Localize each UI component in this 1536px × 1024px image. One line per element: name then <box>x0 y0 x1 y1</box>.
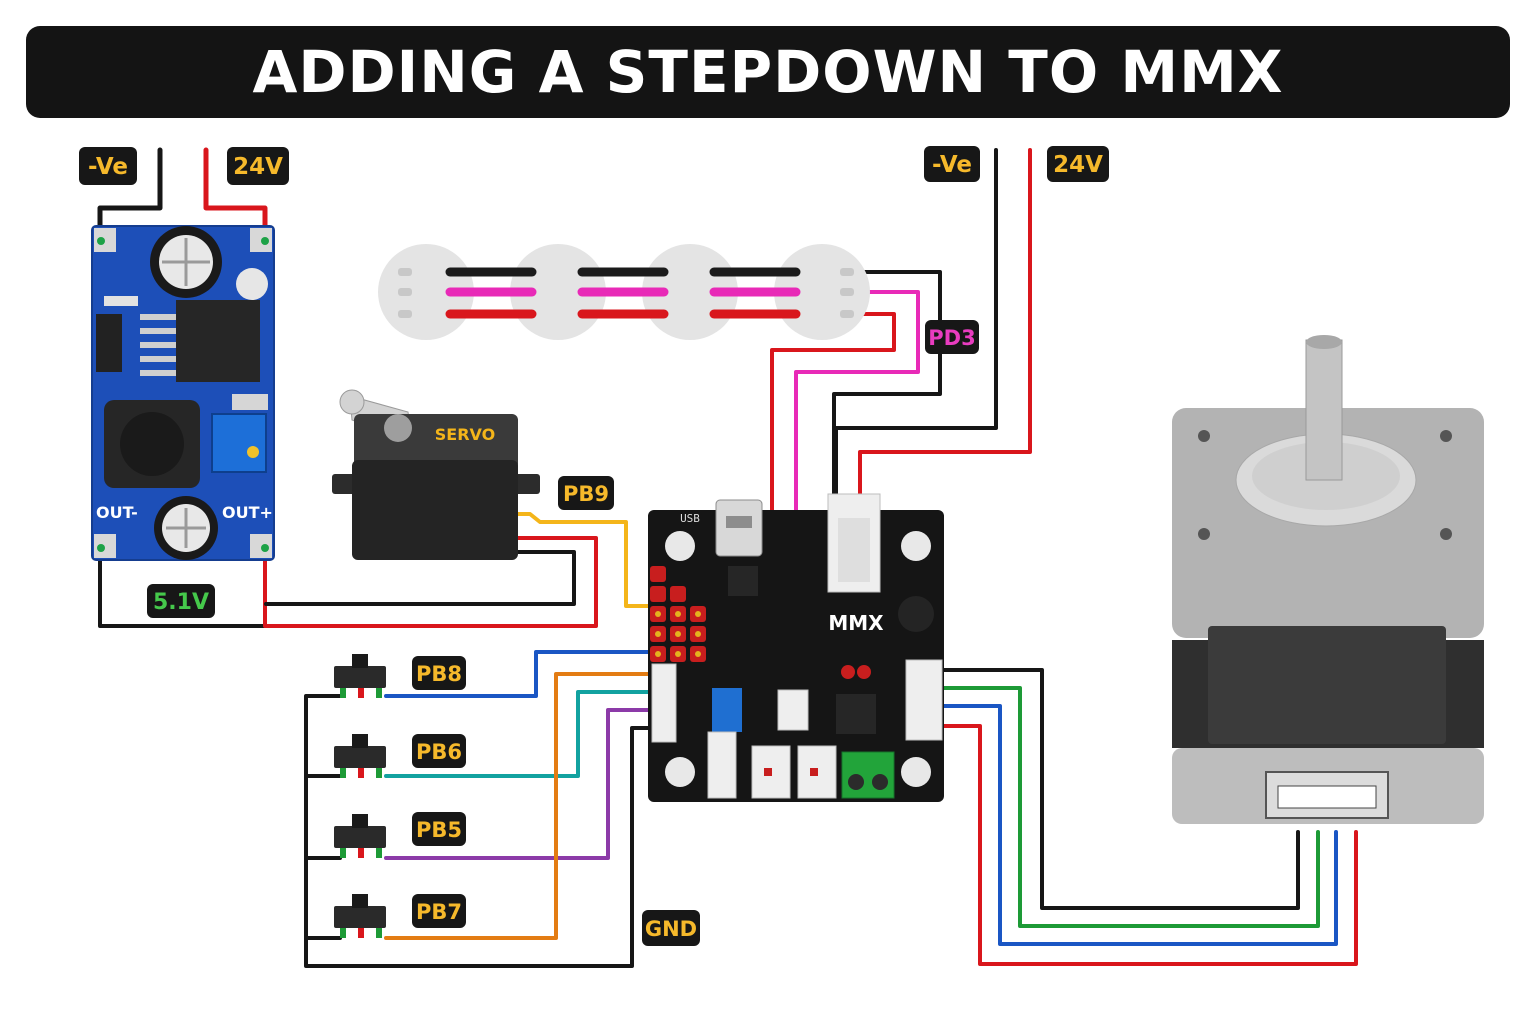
push-button-1[interactable] <box>334 654 386 698</box>
ground-label: GND <box>645 917 697 941</box>
led-data-pin-label: PD3 <box>928 326 975 350</box>
motor-supply-positive-label: 24V <box>1053 152 1103 178</box>
wire-led-power <box>770 312 896 608</box>
regulator-pins <box>140 314 176 376</box>
buck-input-positive-label: 24V <box>233 154 283 180</box>
buck-pad-out-negative <box>94 534 116 558</box>
buck-input-negative-tag: -Ve <box>79 147 137 185</box>
potentiometer <box>211 413 267 473</box>
wire-button-pb7 <box>384 672 662 940</box>
led-strip <box>378 244 870 340</box>
servo-label: SERVO <box>435 425 495 444</box>
capacitor-top <box>150 226 222 298</box>
button-3-pin-tag: PB5 <box>412 812 466 846</box>
wire-button-pb5 <box>384 708 662 860</box>
button-connector <box>651 663 677 743</box>
button-2-pin-label: PB6 <box>416 740 462 764</box>
buck-input-positive-tag: 24V <box>227 147 289 185</box>
ground-tag: GND <box>642 910 700 946</box>
button-4-pin-label: PB7 <box>416 900 462 924</box>
button-4-pin-tag: PB7 <box>412 894 466 928</box>
wire-stepper-green <box>934 686 1320 928</box>
wire-buck-in-positive <box>203 147 268 243</box>
button-3-pin-label: PB5 <box>416 818 462 842</box>
motor-supply-negative-label: -Ve <box>932 152 972 178</box>
wire-button-ground <box>304 694 662 968</box>
out-plus-label: OUT+ <box>222 503 273 522</box>
motor-supply-positive-tag: 24V <box>1047 146 1109 182</box>
buck-output-voltage-label: 5.1V <box>153 590 209 615</box>
wire-motor-supply-negative <box>834 148 998 500</box>
buck-pad-in-negative <box>94 228 116 252</box>
wire-motor-supply-positive <box>858 148 1032 500</box>
mcu-chip <box>728 566 758 596</box>
dip-switch <box>712 688 742 732</box>
wire-buck-out-positive <box>263 536 598 628</box>
mount-hole-br <box>901 757 931 787</box>
wire-buck-in-negative <box>97 147 163 243</box>
servo: SERVO <box>332 389 540 560</box>
led-data-pin-tag: PD3 <box>925 320 979 354</box>
wire-button-pb6 <box>384 690 662 778</box>
wire-button-pb8 <box>384 650 662 698</box>
bottom-connectors <box>707 689 837 799</box>
buck-pad-out-positive <box>250 534 272 558</box>
buck-pad-in-positive <box>250 228 272 252</box>
mount-hole-tl <box>665 531 695 561</box>
driver-chip <box>836 694 876 734</box>
button-2-pin-tag: PB6 <box>412 734 466 768</box>
page-title: ADDING A STEPDOWN TO MMX <box>252 38 1284 106</box>
small-component <box>236 268 268 300</box>
out-minus-label: OUT- <box>96 503 138 522</box>
wire-stepper-black <box>934 668 1300 910</box>
mount-hole-bl <box>665 757 695 787</box>
motor-supply-negative-tag: -Ve <box>924 146 980 182</box>
motor-shaft <box>1305 339 1343 481</box>
push-button-3[interactable] <box>334 814 386 858</box>
servo-pin-label: PB9 <box>563 482 609 506</box>
stepper-connector <box>905 659 943 741</box>
screw-terminal <box>841 751 895 799</box>
title-banner: ADDING A STEPDOWN TO MMX <box>26 26 1510 118</box>
board-name: MMX <box>828 611 884 635</box>
buck-output-voltage-tag: 5.1V <box>147 584 215 618</box>
wire-buck-out-negative <box>98 546 268 628</box>
regulator-chip <box>176 300 260 382</box>
wire-stepper-blue <box>934 704 1338 946</box>
servo-pin-tag: PB9 <box>558 476 614 510</box>
stepper-motor <box>1172 335 1484 824</box>
buck-input-negative-label: -Ve <box>88 154 128 180</box>
diode <box>96 314 122 372</box>
mount-hole-tr <box>901 531 931 561</box>
buck-converter: OUT- OUT+ <box>91 225 275 561</box>
push-button-4[interactable] <box>334 894 386 938</box>
wire-servo-signal <box>513 512 662 608</box>
button-1-pin-label: PB8 <box>416 662 462 686</box>
capacitor-bottom <box>154 496 218 560</box>
wire-servo-ground <box>264 550 576 606</box>
button-1-pin-tag: PB8 <box>412 656 466 690</box>
mmx-board: USB MMX <box>648 493 944 802</box>
board-capacitor <box>898 596 934 632</box>
push-button-2[interactable] <box>334 734 386 778</box>
usb-label: USB <box>680 512 700 525</box>
wire-stepper-red <box>934 724 1358 966</box>
